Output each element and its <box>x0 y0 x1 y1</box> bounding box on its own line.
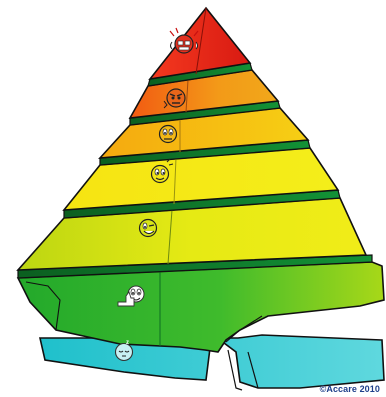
svg-text:z: z <box>126 340 129 346</box>
worried-amber-face-icon <box>160 126 177 143</box>
copyright-notice: ©Accare 2010 <box>320 384 380 394</box>
winking-yellow-green-face-icon <box>140 220 157 237</box>
